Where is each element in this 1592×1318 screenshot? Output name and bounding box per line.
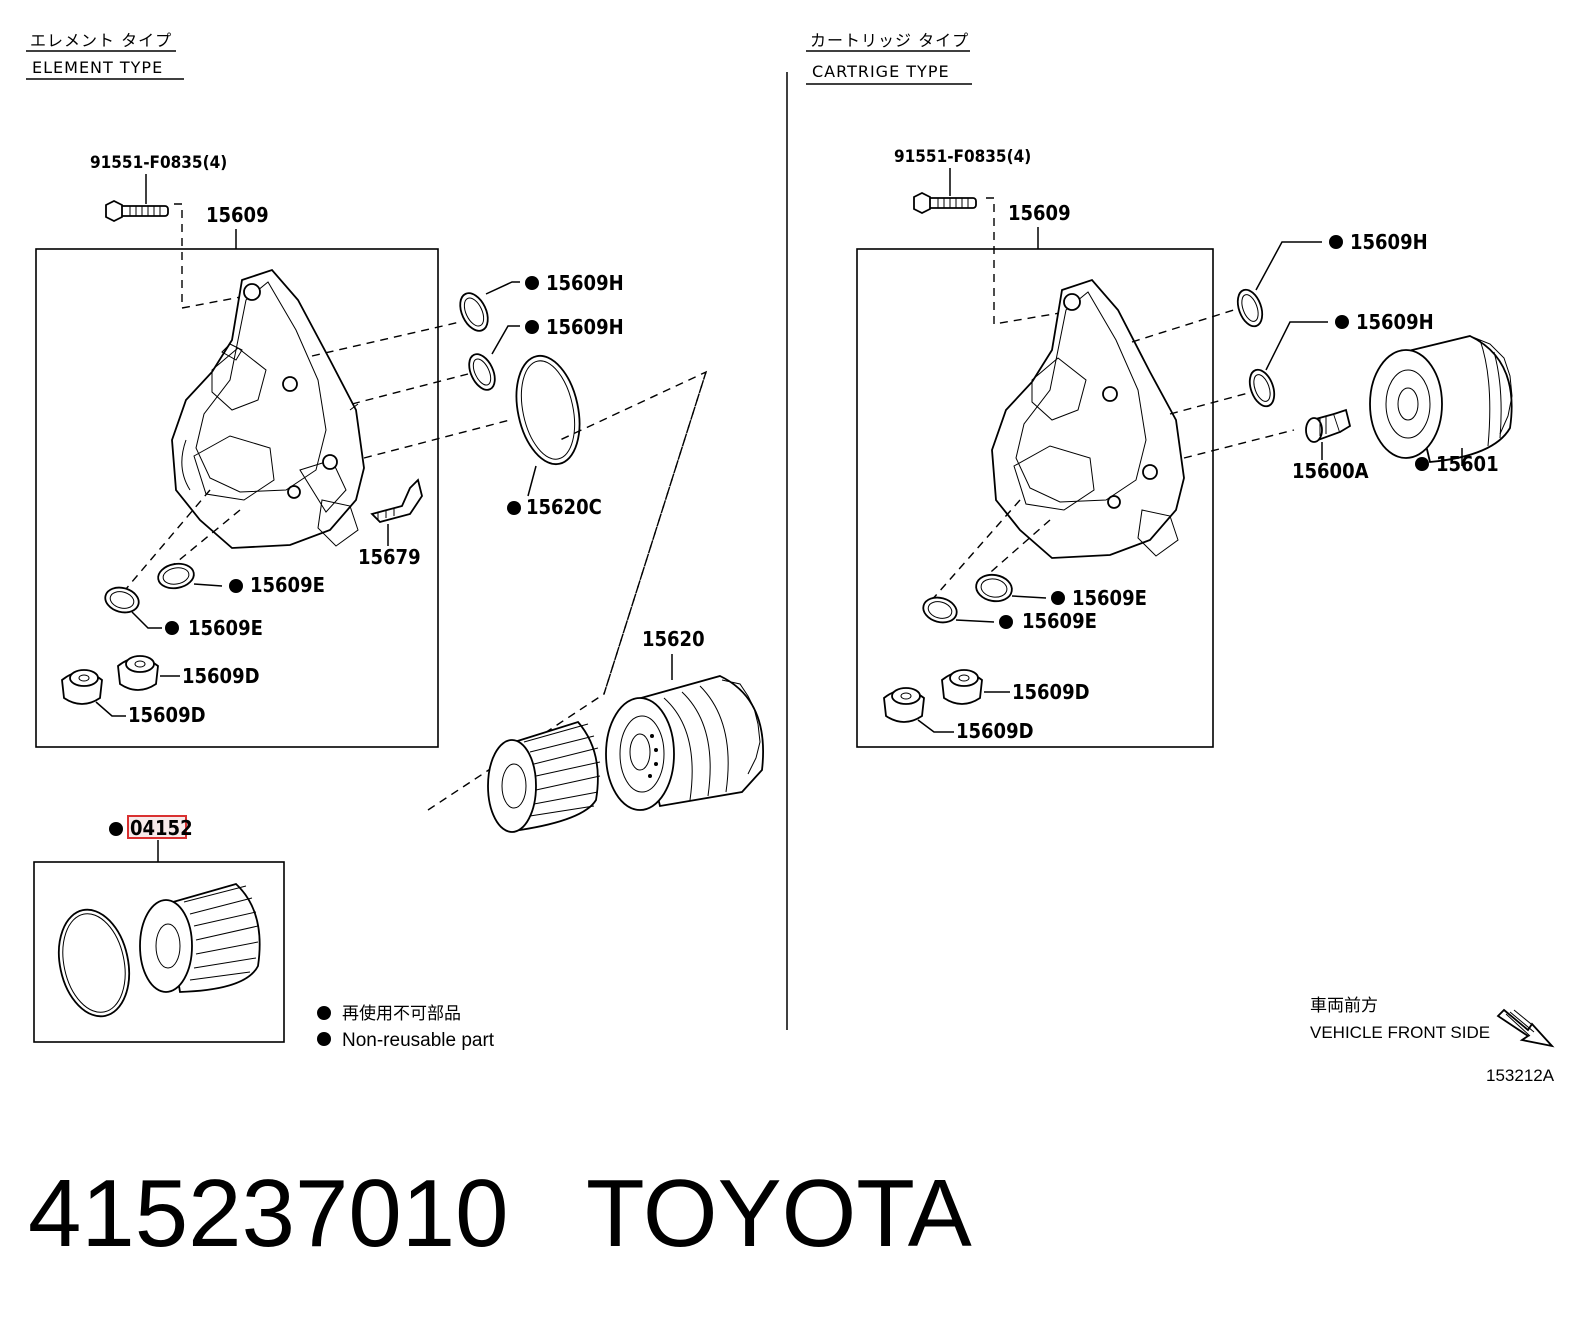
- bolt-label-left[interactable]: 91551-F0835(4): [90, 153, 227, 173]
- kit-04152-label[interactable]: 04152: [130, 816, 193, 840]
- drain-valve-15679[interactable]: [370, 478, 423, 524]
- filter-element-left[interactable]: [487, 720, 601, 833]
- kit-filter-element[interactable]: [139, 882, 261, 993]
- non-reusable-dot: [1415, 457, 1429, 471]
- o-ring-15609e-lower-label-right[interactable]: 15609E: [1022, 609, 1097, 633]
- vehicle-front-arrow-icon: [1496, 1008, 1555, 1048]
- element-type-title-jp: エレメント タイプ: [30, 31, 172, 50]
- legend-en: Non-reusable part: [342, 1030, 495, 1051]
- plug-15609d-lower-left[interactable]: [61, 669, 103, 705]
- non-reusable-dot: [1051, 591, 1065, 605]
- o-ring-15609e-upper-label-left[interactable]: 15609E: [250, 573, 325, 597]
- o-ring-15620c-left[interactable]: [507, 350, 589, 470]
- footer-brand: TOYOTA: [586, 1160, 972, 1267]
- drain-valve-15679-label[interactable]: 15679: [358, 545, 421, 569]
- plug-15609d-upper-left[interactable]: [117, 655, 159, 691]
- o-ring-15609h-lower-right[interactable]: [1245, 366, 1279, 409]
- oil-filter-cartridge-15601[interactable]: [1369, 335, 1513, 463]
- o-ring-15609e-lower-left[interactable]: [102, 584, 141, 616]
- o-ring-15609h-lower-label-right[interactable]: 15609H: [1356, 310, 1434, 334]
- legend-dot: [317, 1032, 331, 1046]
- non-reusable-dot: [999, 615, 1013, 629]
- o-ring-15609h-lower-label-left[interactable]: 15609H: [546, 315, 624, 339]
- plug-15609d-lower-right[interactable]: [883, 687, 925, 723]
- o-ring-15609h-lower-left[interactable]: [464, 350, 500, 394]
- housing-label-left[interactable]: 15609: [206, 203, 269, 227]
- oil-filter-housing-left[interactable]: [171, 268, 365, 549]
- vehicle-front-jp: 車両前方: [1310, 996, 1378, 1015]
- union-15600a-label[interactable]: 15600A: [1292, 459, 1369, 483]
- bolt-part-right[interactable]: [913, 191, 977, 215]
- plug-15609d-upper-label-right[interactable]: 15609D: [1012, 680, 1090, 704]
- o-ring-15609e-lower-right[interactable]: [920, 594, 959, 626]
- o-ring-15609h-upper-label-left[interactable]: 15609H: [546, 271, 624, 295]
- o-ring-15609e-upper-label-right[interactable]: 15609E: [1072, 586, 1147, 610]
- element-type-title-en: ELEMENT TYPE: [32, 58, 163, 77]
- o-ring-15609e-upper-left[interactable]: [156, 561, 196, 591]
- plug-15609d-lower-label-right[interactable]: 15609D: [956, 719, 1034, 743]
- filter-cap-15620[interactable]: [605, 675, 764, 811]
- housing-group-box-left: [35, 248, 439, 748]
- o-ring-15609e-upper-right[interactable]: [974, 572, 1014, 604]
- non-reusable-dot: [1335, 315, 1349, 329]
- oil-filter-cartridge-15601-label[interactable]: 15601: [1436, 452, 1499, 476]
- element-type-section: エレメント タイプ ELEMENT TYPE 91551-F0835(4) 15…: [26, 31, 764, 1051]
- plug-15609d-upper-right[interactable]: [941, 669, 983, 705]
- non-reusable-dot: [229, 579, 243, 593]
- kit-04152-box: [33, 861, 285, 1043]
- plug-15609d-lower-label-left[interactable]: 15609D: [128, 703, 206, 727]
- o-ring-15609h-upper-left[interactable]: [455, 289, 494, 335]
- o-ring-15609e-lower-label-left[interactable]: 15609E: [188, 616, 263, 640]
- kit-04152-highlight: [127, 815, 187, 839]
- bolt-label-right[interactable]: 91551-F0835(4): [894, 147, 1031, 167]
- footer-part-number: 415237010: [28, 1160, 509, 1267]
- figure-id: 153212A: [1486, 1066, 1555, 1085]
- cartridge-type-title-en: CARTRIGE TYPE: [812, 62, 950, 81]
- union-15600a[interactable]: [1305, 408, 1352, 443]
- housing-label-right[interactable]: 15609: [1008, 201, 1071, 225]
- non-reusable-dot: [1329, 235, 1343, 249]
- plug-15609d-upper-label-left[interactable]: 15609D: [182, 664, 260, 688]
- housing-group-box-right: [856, 248, 1214, 748]
- o-ring-15620c-label[interactable]: 15620C: [526, 495, 602, 519]
- non-reusable-dot: [165, 621, 179, 635]
- o-ring-15609h-upper-right[interactable]: [1233, 286, 1267, 329]
- non-reusable-dot: [525, 276, 539, 290]
- vehicle-front-en: VEHICLE FRONT SIDE: [1310, 1023, 1490, 1042]
- cartridge-type-title-jp: カートリッジ タイプ: [810, 31, 969, 50]
- legend-dot: [317, 1006, 331, 1020]
- non-reusable-dot: [109, 822, 123, 836]
- filter-cap-15620-label[interactable]: 15620: [642, 627, 705, 651]
- oil-filter-housing-right[interactable]: [991, 278, 1185, 559]
- o-ring-15609h-upper-label-right[interactable]: 15609H: [1350, 230, 1428, 254]
- cartridge-type-section: カートリッジ タイプ CARTRIGE TYPE 91551-F0835(4) …: [806, 31, 1555, 1085]
- non-reusable-dot: [525, 320, 539, 334]
- kit-o-ring[interactable]: [50, 903, 139, 1023]
- bolt-part-left[interactable]: [105, 199, 169, 223]
- legend-jp: 再使用不可部品: [342, 1003, 461, 1023]
- non-reusable-dot: [507, 501, 521, 515]
